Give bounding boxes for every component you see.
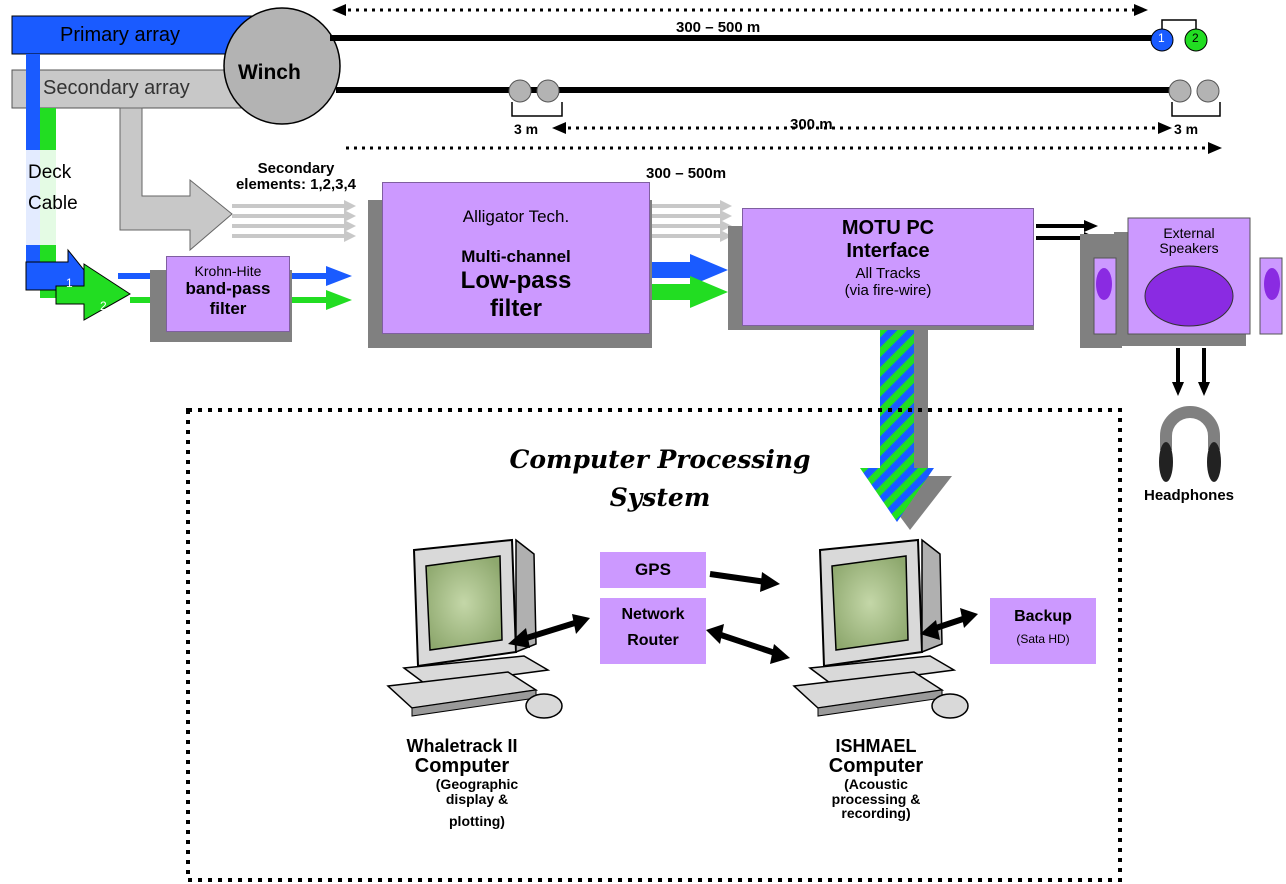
motu-line2: Interface (846, 240, 930, 262)
speakers-to-headphones-arrows (1172, 348, 1210, 396)
whaletrack-label: Whaletrack II Computer (Geographic displ… (392, 737, 532, 829)
primary-length-label: 300 – 500 m (676, 19, 761, 36)
ishmael-backup-link (920, 608, 978, 640)
motu-line3: All Tracks (855, 265, 921, 282)
primary-hydrophone-1-label: 1 (1158, 31, 1165, 45)
ishmael-line4: processing & (831, 790, 921, 807)
secondary-feed-arrow (119, 107, 233, 252)
filter-length-label: 300 – 500m (646, 165, 727, 182)
secondary-length-dimension (346, 142, 1222, 154)
primary-array-label: Primary array (60, 24, 181, 46)
spacing-left-label: 3 m (514, 121, 539, 137)
spacing-middle-label: 300 m (790, 116, 833, 133)
whaletrack-line3: (Geographic (435, 775, 519, 792)
whaletrack-router-link (508, 614, 590, 648)
gps-ishmael-link (709, 571, 780, 592)
speakers-line1: External (1163, 225, 1215, 241)
whaletrack-computer-icon (386, 538, 563, 719)
secondary-hydrophones-right (1168, 79, 1221, 117)
winch-label: Winch (238, 61, 301, 84)
element-1-label: 1 (66, 276, 73, 290)
backup-line1: Backup (1014, 608, 1072, 625)
whaletrack-line2: Computer (414, 754, 510, 777)
motu-to-processing-arrow (860, 318, 952, 530)
backup-line2: (Sata HD) (1016, 632, 1070, 646)
router-box: Network Router (600, 598, 706, 664)
primary-hydrophone-2-label: 2 (1192, 31, 1199, 45)
alligator-line1: Alligator Tech. (462, 207, 570, 226)
ishmael-computer-icon (792, 538, 969, 719)
processing-title: Computer Processing System (480, 445, 840, 513)
spacing-right-label: 3 m (1174, 121, 1199, 137)
spacing-dimension (552, 122, 1172, 134)
ishmael-line2: Computer (828, 754, 924, 777)
ishmael-label: ISHMAEL Computer (Acoustic processing & … (806, 737, 946, 821)
motu-line4: (via fire-wire) (844, 282, 932, 299)
gps-label: GPS (635, 560, 671, 579)
gps-box: GPS (600, 552, 706, 588)
speakers-label: External Speakers (1128, 226, 1250, 255)
whaletrack-line1: Whaletrack II (406, 736, 518, 756)
external-speakers (1080, 217, 1283, 348)
deck-green-arrow (55, 263, 131, 321)
element-2-label: 2 (100, 299, 107, 313)
ishmael-line3: (Acoustic (844, 775, 908, 792)
primary-length-dimension (332, 4, 1148, 16)
ishmael-line1: ISHMAEL (835, 736, 917, 756)
winch-circle (223, 7, 341, 125)
primary-hydrophones (1150, 19, 1208, 52)
headphones-icon (1159, 406, 1221, 482)
alligator-box: Alligator Tech. Multi-channel Low-pass f… (382, 182, 650, 334)
whaletrack-line4: display & (445, 790, 509, 807)
deck-cable-label-1: Deck (28, 162, 72, 183)
alligator-to-motu-gray-arrows (650, 200, 732, 242)
secondary-elements-label: Secondary elements: 1,2,3,4 (226, 161, 366, 193)
motu-box: MOTU PC Interface All Tracks (via fire-w… (742, 208, 1034, 326)
krohn-line2: band-pass (185, 279, 271, 298)
router-line1: Network (621, 606, 685, 623)
alligator-to-motu-arrows (650, 254, 728, 308)
krohn-line1: Krohn-Hite (194, 263, 262, 279)
alligator-line2: Multi-channel (461, 247, 571, 266)
secondary-array-bar (11, 69, 253, 109)
backup-box: Backup (Sata HD) (990, 598, 1096, 664)
primary-array-bar (11, 15, 253, 55)
whaletrack-line5: plotting) (449, 813, 505, 830)
secondary-elements-line2: elements: 1,2,3,4 (235, 175, 357, 193)
deck-cable-label-2: Cable (28, 193, 78, 214)
speakers-line2: Speakers (1159, 239, 1219, 256)
secondary-elements-line1: Secondary (257, 160, 335, 177)
router-ishmael-link (706, 624, 790, 664)
motu-line1: MOTU PC (841, 217, 935, 239)
secondary-hydrophones-left (508, 79, 563, 117)
router-line2: Router (627, 632, 679, 649)
deck-cable-label-bg (26, 150, 58, 245)
ishmael-line5: recording) (841, 805, 911, 822)
secondary-element-arrows (232, 200, 356, 242)
headphones-label: Headphones (1144, 487, 1235, 504)
alligator-line3: Low-pass (460, 267, 572, 294)
krohn-line3: filter (209, 299, 247, 318)
krohn-hite-box: Krohn-Hite band-pass filter (166, 256, 290, 332)
processing-title-line1: Computer Processing (509, 445, 811, 474)
secondary-array-label: Secondary array (43, 77, 190, 99)
alligator-line4: filter (489, 295, 542, 322)
processing-title-line2: System (609, 483, 711, 513)
